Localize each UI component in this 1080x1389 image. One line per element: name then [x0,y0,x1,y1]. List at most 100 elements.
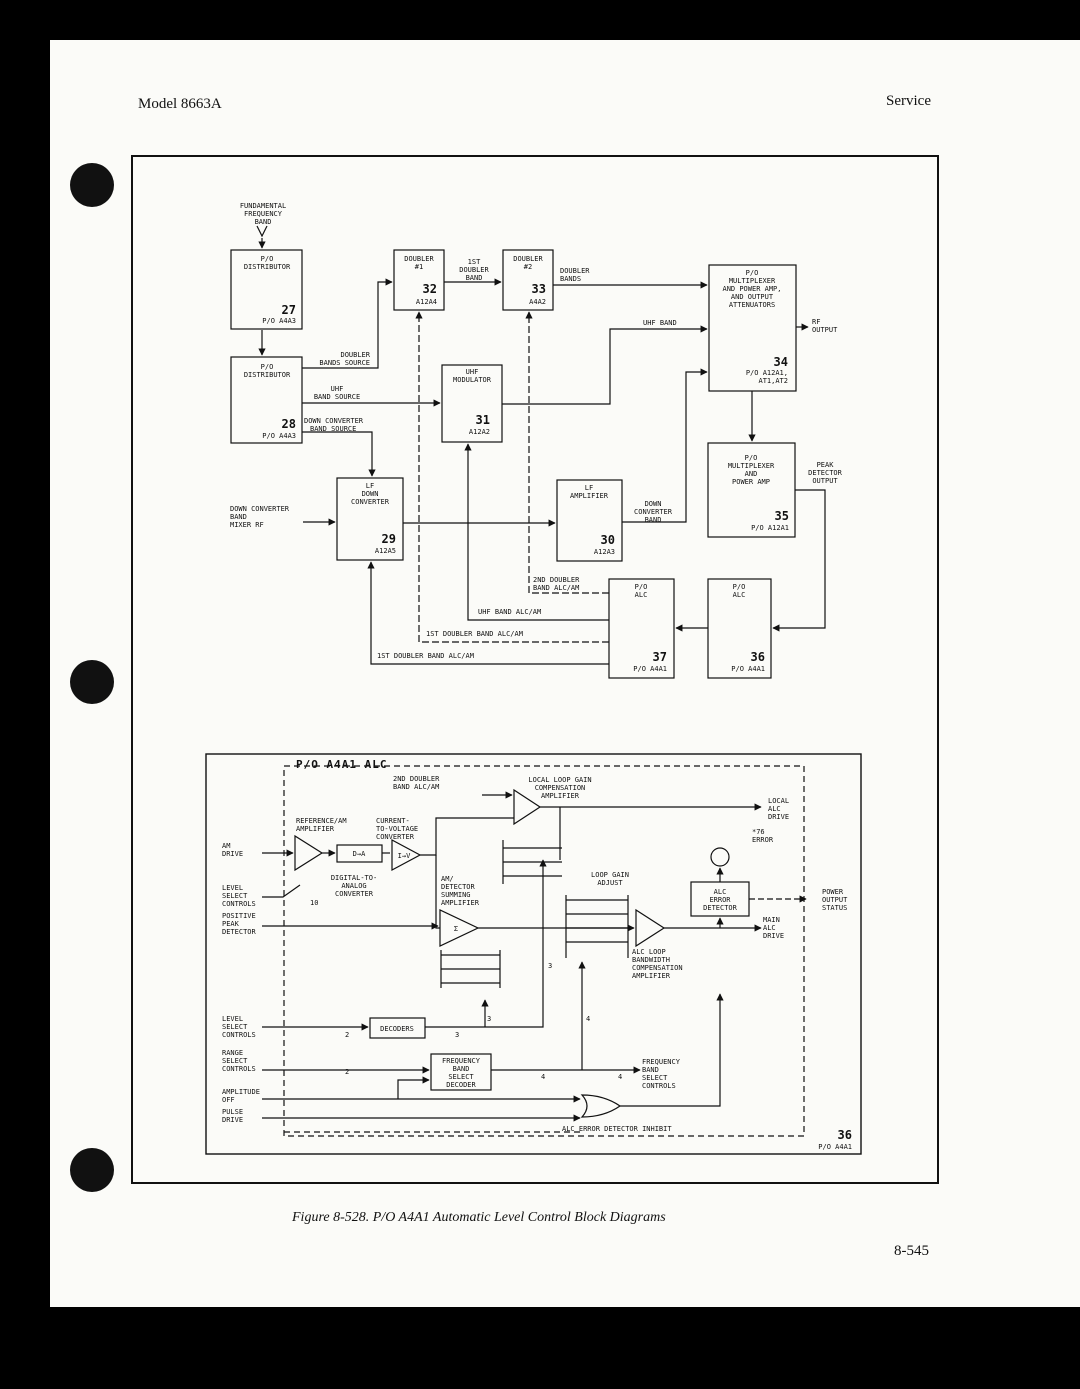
b-2nd-1: BAND ALC/AM [393,783,439,791]
b-aed-2: DETECTOR [703,904,738,912]
b-aed-0: ALC [714,888,727,896]
label-uhf-source-1: BAND SOURCE [314,393,360,401]
block-28-line-0: P/O [261,363,274,371]
b-local-2: DRIVE [768,813,789,821]
label-fundamental-0: FUNDAMENTAL [240,202,286,210]
label-dc-mixer-1: BAND [230,513,247,521]
label-dc-source-0: DOWN CONVERTER [304,417,364,425]
label-dc-band-2: BAND [645,516,662,524]
b-main-0: MAIN [763,916,780,924]
block-30-ref: A12A3 [594,548,615,556]
or-gate [580,1094,622,1118]
b-dac-1: ANALOG [341,882,366,890]
b-llg-0: LOCAL LOOP GAIN [528,776,591,784]
b-fbd-3: DECODER [446,1081,476,1089]
label-dc-band-1: CONVERTER [634,508,673,516]
label-doubler-bands-0: DOUBLER [560,267,590,275]
b-local-0: LOCAL [768,797,789,805]
block-29-line-0: LF [366,482,374,490]
b-amdrive-1: DRIVE [222,850,243,858]
block-37-ref: P/O A4A1 [633,665,667,673]
b-dac-2: CONVERTER [335,890,374,898]
block-34-number: 34 [774,355,788,369]
b-inhibit: ALC ERROR DETECTOR INHIBIT [562,1125,672,1133]
block-33-number: 33 [532,282,546,296]
b-decoders: DECODERS [380,1025,414,1033]
label-rf-output-1: OUTPUT [812,326,838,334]
block-34-line-1: MULTIPLEXER [729,277,776,285]
b-fbd-1: BAND [453,1065,470,1073]
block-37 [608,578,675,679]
label-peak-2: OUTPUT [812,477,838,485]
b-bus-3c: 3 [548,962,552,970]
b-pos-0: POWER [822,888,844,896]
block-27 [230,249,303,330]
b-range-1: SELECT [222,1057,248,1065]
b-fbsc-2: SELECT [642,1074,668,1082]
b-bw-2: COMPENSATION [632,964,683,972]
b-amdet-2: SUMMING [441,891,471,899]
figure-caption: Figure 8-528. P/O A4A1 Automatic Level C… [292,1210,666,1225]
b-bus-4b: 4 [541,1073,545,1081]
block-33-line-1: #2 [524,263,532,271]
b-bw-1: BANDWIDTH [632,956,670,964]
b-main-1: ALC [763,924,776,932]
block-36-number: 36 [751,650,765,664]
block-34-line-4: ATTENUATORS [729,301,775,309]
block-32-line-1: #1 [415,263,423,271]
block-28-line-1: DISTRIBUTOR [244,371,291,379]
block-35-line-2: AND [745,470,758,478]
block-35-ref: P/O A12A1 [751,524,789,532]
punch-hole-bottom [70,1148,114,1192]
block-31-ref: A12A2 [469,428,490,436]
label-rf-output-0: RF [812,318,820,326]
block-37-line-1: ALC [635,591,648,599]
b-amdrive-0: AM [222,842,230,850]
iv-converter [391,838,422,872]
block-30-line-1: AMPLIFIER [570,492,609,500]
b-bus-3b: 3 [487,1015,491,1023]
freq-band-decoder-box [430,1053,492,1091]
b-lsc2-1: SELECT [222,1023,248,1031]
label-dc-mixer-0: DOWN CONVERTER [230,505,290,513]
b-lsc2-0: LEVEL [222,1015,243,1023]
decoders-box [369,1017,426,1039]
b-llg-2: AMPLIFIER [541,792,580,800]
manual-page [50,40,1080,1307]
b-llg-1: COMPENSATION [535,784,586,792]
b-range-2: CONTROLS [222,1065,256,1073]
page-number: 8-545 [894,1243,929,1259]
block-35-number: 35 [775,509,789,523]
label-doubler-source-1: BANDS SOURCE [319,359,370,367]
b-sigma: Σ [454,925,458,933]
block-31-line-1: MODULATOR [453,376,492,384]
b-bus-2b: 2 [345,1068,349,1076]
b-ctv-1: TO-VOLTAGE [376,825,418,833]
block-29-line-2: CONVERTER [351,498,390,506]
block-33 [502,249,554,311]
block-34-line-0: P/O [746,269,759,277]
header-model: Model 8663A [138,96,222,112]
b-ctv-0: CURRENT- [376,817,410,825]
ref-am-amp [294,834,324,872]
b-range-0: RANGE [222,1049,243,1057]
b-ampoff-1: OFF [222,1096,235,1104]
b-err76-1: ERROR [752,836,774,844]
b-lga-1: ADJUST [597,879,623,887]
b-bus-4a: 4 [586,1015,590,1023]
label-peak-0: PEAK [817,461,835,469]
b-pulse-1: DRIVE [222,1116,243,1124]
b-main-2: DRIVE [763,932,784,940]
b-ppd-2: DETECTOR [222,928,257,936]
block-37-line-0: P/O [635,583,648,591]
block-30 [556,479,623,562]
b-refam-1: AMPLIFIER [296,825,335,833]
label-uhf-source-0: UHF [331,385,344,393]
summing-amp [439,909,480,947]
block-28-number: 28 [282,417,296,431]
b-amdet-1: DETECTOR [441,883,476,891]
b-fbd-0: FREQUENCY [442,1057,481,1065]
label-uhf-band: UHF BAND [643,319,677,327]
block-34-ref: P/O A12A1, [746,369,788,377]
